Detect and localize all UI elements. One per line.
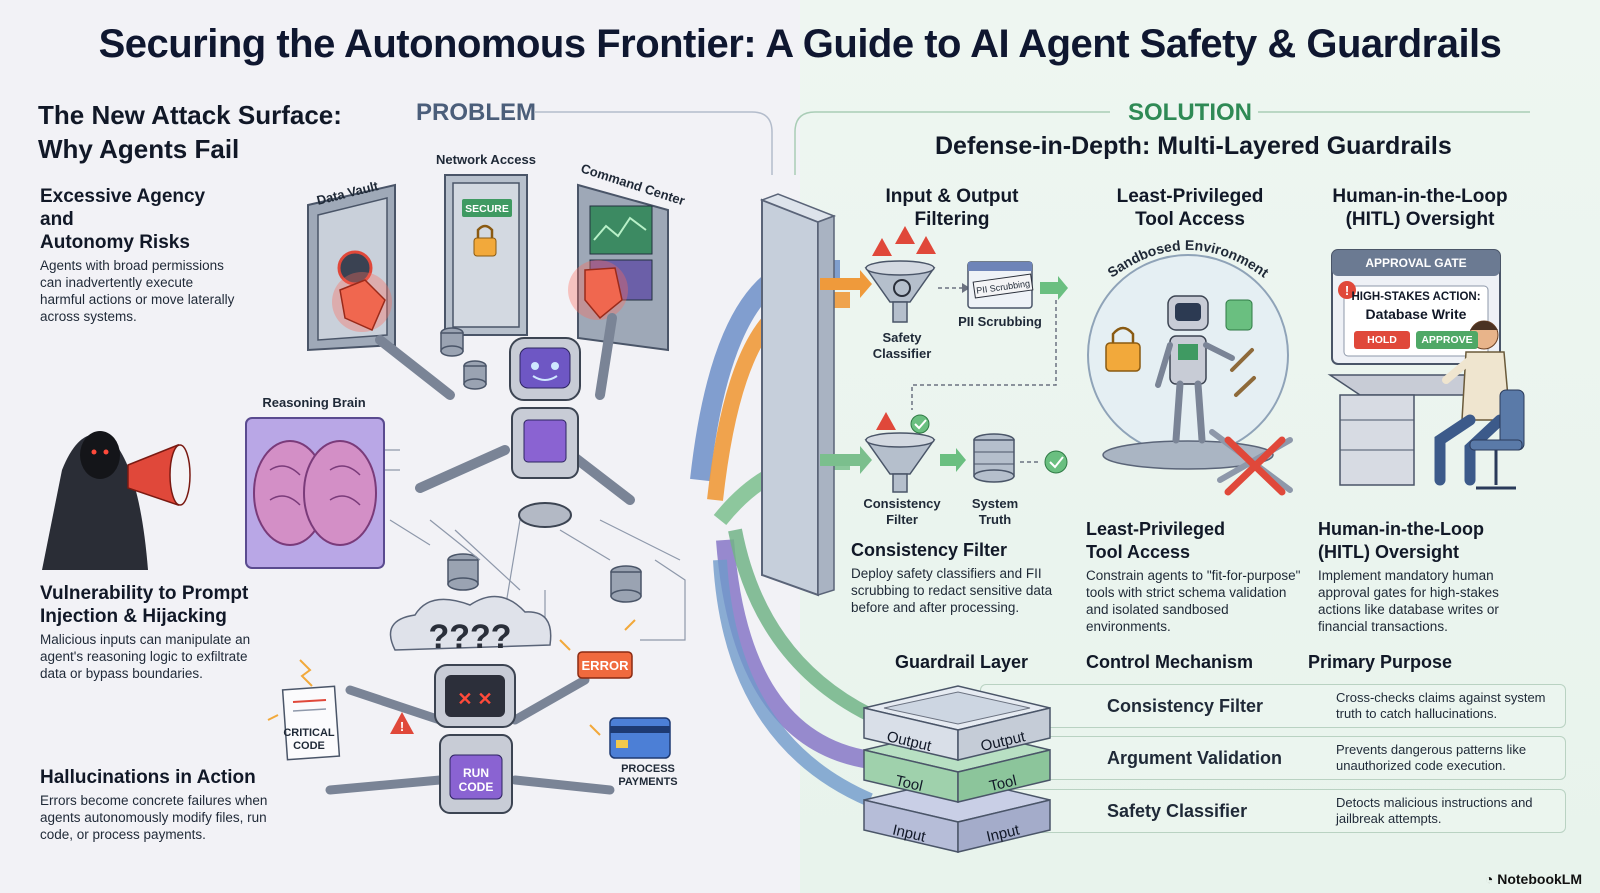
system-truth-database: [973, 433, 1015, 483]
sandboxed-robot: [1155, 295, 1235, 444]
solution-heading: Defense-in-Depth: Multi-Layered Guardrai…: [935, 132, 1452, 160]
column-title-least-privileged: Least-Privileged Tool Access: [1116, 186, 1264, 230]
problem-section-agency: Excessive Agency and Autonomy Risks Agen…: [40, 186, 235, 324]
pii-scrubbing-label: PII Scrubbing: [958, 314, 1042, 329]
svg-text:!: !: [1345, 283, 1349, 298]
layer-output: [863, 685, 1051, 761]
padlock-icon: [473, 237, 497, 257]
database-write-label: Database Write: [1365, 306, 1467, 322]
spark-marks: [267, 619, 636, 736]
page-title: Securing the Autonomous Frontier: A Guid…: [98, 22, 1502, 66]
secure-badge: [462, 199, 512, 217]
reasoning-brain-panel: [245, 417, 385, 569]
critical-code-text-1: CRITICAL: [283, 727, 335, 739]
process-payments-text-2: PAYMENTS: [618, 776, 677, 788]
stream-purple: [716, 539, 872, 769]
warning-icon: [390, 712, 414, 734]
process-payments-text-1: PROCESS: [621, 763, 675, 775]
table-row: Consistency Filter Cross-checks claims a…: [980, 684, 1566, 728]
tool-lock-icon: [1225, 299, 1253, 331]
solution-tag: SOLUTION: [1128, 99, 1252, 126]
alert-icon: [1338, 281, 1356, 299]
hitl-desk: [1327, 374, 1503, 486]
megaphone-icon: [127, 443, 191, 507]
approve-button[interactable]: APPROVE: [1416, 331, 1478, 349]
layer-tool-label-right: Tool: [988, 772, 1019, 795]
arrow-right-icon: [1040, 276, 1068, 300]
notebooklm-logo-icon: ◔: [1484, 871, 1498, 887]
sandbox-lock-icon: [1105, 342, 1141, 372]
office-chair: [1469, 389, 1525, 490]
approval-gate-title: APPROVAL GATE: [1365, 256, 1467, 270]
database-icons: [440, 327, 642, 603]
error-badge-text: ERROR: [582, 658, 630, 673]
problem-heading: The New Attack Surface: Why Agents Fail: [38, 100, 342, 164]
main-robot: [375, 313, 635, 528]
green-arrow-icon: [820, 446, 872, 474]
problem-section-hallucinations: Hallucinations in Action Errors become c…: [40, 767, 268, 842]
critical-code-text-2: CODE: [293, 740, 325, 752]
footer-brand: ◔ NotebookLM: [1484, 871, 1582, 887]
system-truth-label: System Truth: [971, 496, 1019, 527]
robot-hand-left: [339, 279, 386, 331]
consistency-filter-funnel: [864, 412, 936, 493]
safety-classifier-label: Safety Classifier: [872, 330, 932, 361]
thought-cloud: [389, 595, 552, 651]
problem-tag: PROBLEM: [416, 99, 536, 126]
robot-chest-brain: [523, 419, 567, 463]
pii-scrubbing-card: [967, 261, 1034, 309]
hacker-figure: [42, 431, 148, 570]
table-row: Argument Validation Prevents dangerous p…: [980, 736, 1566, 780]
description-consistency-filter: Consistency Filter Deploy safety classif…: [851, 540, 1053, 615]
error-badge: [577, 651, 633, 679]
network-access-door: [444, 174, 528, 336]
check-icon: [1044, 450, 1068, 474]
question-marks: ????: [428, 618, 511, 656]
stream-green-lower: [728, 528, 874, 722]
wrench-icon: [1230, 348, 1256, 397]
secure-badge-text: SECURE: [465, 203, 509, 215]
description-least-privileged: Least-Privileged Tool Access Constrain a…: [1086, 519, 1301, 634]
safety-classifier-funnel: [864, 226, 936, 323]
network-access-label: Network Access: [436, 152, 536, 167]
consistency-filter-label: Consistency Filter: [863, 496, 941, 527]
table-header-purpose: Primary Purpose: [1308, 652, 1453, 672]
table-row: Safety Classifier Detocts malicious inst…: [980, 789, 1566, 833]
problem-bracket-line: [535, 111, 773, 175]
svg-text:✕ ✕: ✕ ✕: [457, 689, 492, 709]
forbidden-tools: [1209, 429, 1293, 496]
svg-text:!: !: [400, 719, 404, 734]
hallucinating-robot: ???? ✕ ✕: [325, 595, 615, 814]
critical-code-document: [281, 685, 341, 761]
column-title-filtering: Input & Output Filtering: [885, 186, 1019, 230]
credit-card-icon: [609, 717, 671, 759]
problem-section-injection: Vulnerability to Prompt Injection & Hija…: [40, 583, 251, 681]
table-header-layer: Guardrail Layer: [895, 652, 1029, 672]
run-code-text-2: CODE: [459, 780, 494, 794]
approval-gate-header: [1332, 250, 1500, 276]
stream-blue-lower: [713, 559, 873, 807]
table-header-mechanism: Control Mechanism: [1086, 652, 1254, 672]
run-code-text-1: RUN: [463, 766, 489, 780]
problem-illustration: Data Vault Network Access SECURE Command…: [42, 111, 773, 814]
reasoning-brain-label: Reasoning Brain: [262, 395, 365, 410]
run-code-badge: [449, 754, 503, 800]
column-title-hitl: Human-in-the-Loop (HITL) Oversight: [1332, 186, 1508, 230]
description-hitl: Human-in-the-Loop (HITL) Oversight Imple…: [1318, 519, 1499, 634]
high-stakes-label: HIGH-STAKES ACTION:: [1351, 291, 1481, 303]
layer-tool-label-left: Tool: [894, 772, 925, 795]
human-operator: [1434, 320, 1511, 486]
robot-hand-right: [584, 267, 623, 320]
hold-button[interactable]: HOLD: [1354, 331, 1410, 349]
orange-arrow-icon: [820, 270, 872, 298]
